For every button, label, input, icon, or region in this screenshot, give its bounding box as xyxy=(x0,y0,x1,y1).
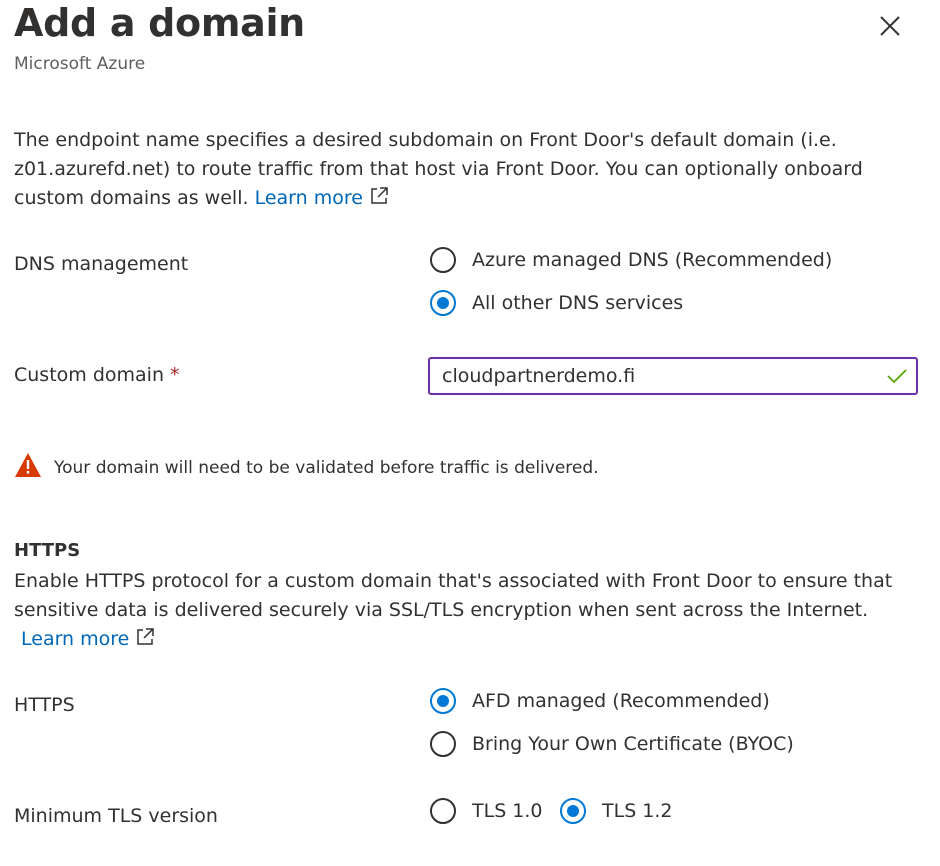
checkmark-icon xyxy=(886,367,908,389)
radio-circle-selected[interactable] xyxy=(430,290,456,316)
https-section-title: HTTPS xyxy=(14,540,81,561)
radio-other-dns-services[interactable]: All other DNS services xyxy=(430,290,683,316)
radio-circle[interactable] xyxy=(430,731,456,757)
radio-tls-1-2[interactable]: TLS 1.2 xyxy=(560,798,673,824)
radio-label: All other DNS services xyxy=(472,292,684,314)
page-title: Add a domain xyxy=(14,1,305,45)
radio-byoc[interactable]: Bring Your Own Certificate (BYOC) xyxy=(430,731,794,757)
radio-label: Azure managed DNS (Recommended) xyxy=(472,249,833,271)
radio-circle[interactable] xyxy=(430,798,456,824)
https-label: HTTPS xyxy=(14,694,75,716)
validation-warning: Your domain will need to be validated be… xyxy=(14,452,599,483)
external-link-icon xyxy=(369,186,389,215)
radio-label: Bring Your Own Certificate (BYOC) xyxy=(472,733,794,755)
intro-text-block: The endpoint name specifies a desired su… xyxy=(14,126,904,215)
radio-label: TLS 1.2 xyxy=(602,800,673,822)
radio-tls-1-0[interactable]: TLS 1.0 xyxy=(430,798,543,824)
https-learn-more-block: Learn more xyxy=(21,625,155,656)
radio-circle[interactable] xyxy=(430,247,456,273)
custom-domain-label: Custom domain * xyxy=(14,364,180,386)
required-marker: * xyxy=(170,364,180,386)
radio-afd-managed[interactable]: AFD managed (Recommended) xyxy=(430,688,770,714)
external-link-icon xyxy=(135,627,155,656)
radio-label: AFD managed (Recommended) xyxy=(472,690,770,712)
radio-label: TLS 1.0 xyxy=(472,800,543,822)
learn-more-label: Learn more xyxy=(254,187,363,209)
close-icon[interactable] xyxy=(876,12,904,40)
custom-domain-input[interactable] xyxy=(442,363,862,389)
custom-domain-label-text: Custom domain xyxy=(14,364,164,386)
learn-more-link[interactable]: Learn more xyxy=(255,187,389,209)
dns-management-label: DNS management xyxy=(14,253,189,275)
learn-more-label: Learn more xyxy=(21,628,130,650)
warning-icon xyxy=(14,452,42,483)
custom-domain-field[interactable] xyxy=(428,357,918,395)
warning-text: Your domain will need to be validated be… xyxy=(54,457,599,478)
https-learn-more-link[interactable]: Learn more xyxy=(21,628,155,650)
page-subtitle: Microsoft Azure xyxy=(14,54,146,74)
radio-circle-selected[interactable] xyxy=(430,688,456,714)
min-tls-label: Minimum TLS version xyxy=(14,805,218,827)
radio-circle-selected[interactable] xyxy=(560,798,586,824)
https-description: Enable HTTPS protocol for a custom domai… xyxy=(14,570,893,621)
radio-azure-managed-dns[interactable]: Azure managed DNS (Recommended) xyxy=(430,247,832,273)
intro-text: The endpoint name specifies a desired su… xyxy=(14,129,863,209)
